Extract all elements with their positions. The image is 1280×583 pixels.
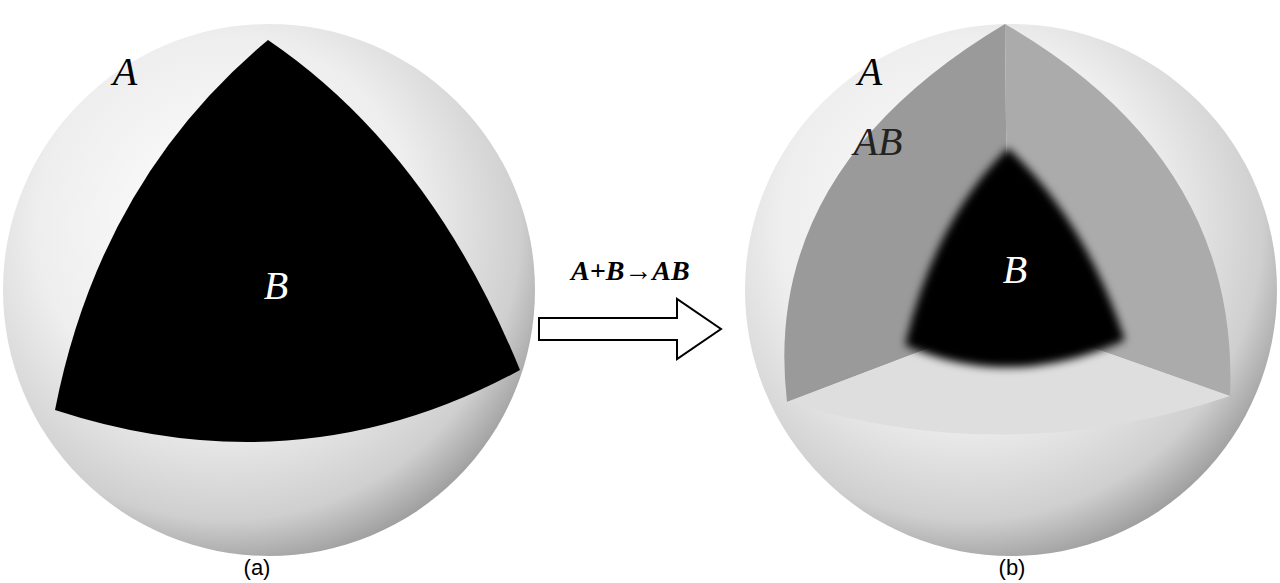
region-label: AB xyxy=(854,122,903,162)
region-label: B xyxy=(264,266,288,306)
sphere-a xyxy=(3,24,535,556)
panel-caption: (b) xyxy=(999,557,1026,579)
region-label: B xyxy=(1003,250,1027,290)
sphere-b xyxy=(745,24,1277,556)
panel-caption: (a) xyxy=(244,557,271,579)
region-label: A xyxy=(113,52,137,92)
b-region xyxy=(55,40,520,442)
region-label: A xyxy=(858,52,882,92)
reaction-arrow xyxy=(539,299,721,359)
sphere-node: A AB B xyxy=(745,24,1277,556)
b-core xyxy=(905,148,1125,367)
sphere-node: AB xyxy=(3,24,535,556)
reaction-label: A+B→AB xyxy=(571,257,690,285)
